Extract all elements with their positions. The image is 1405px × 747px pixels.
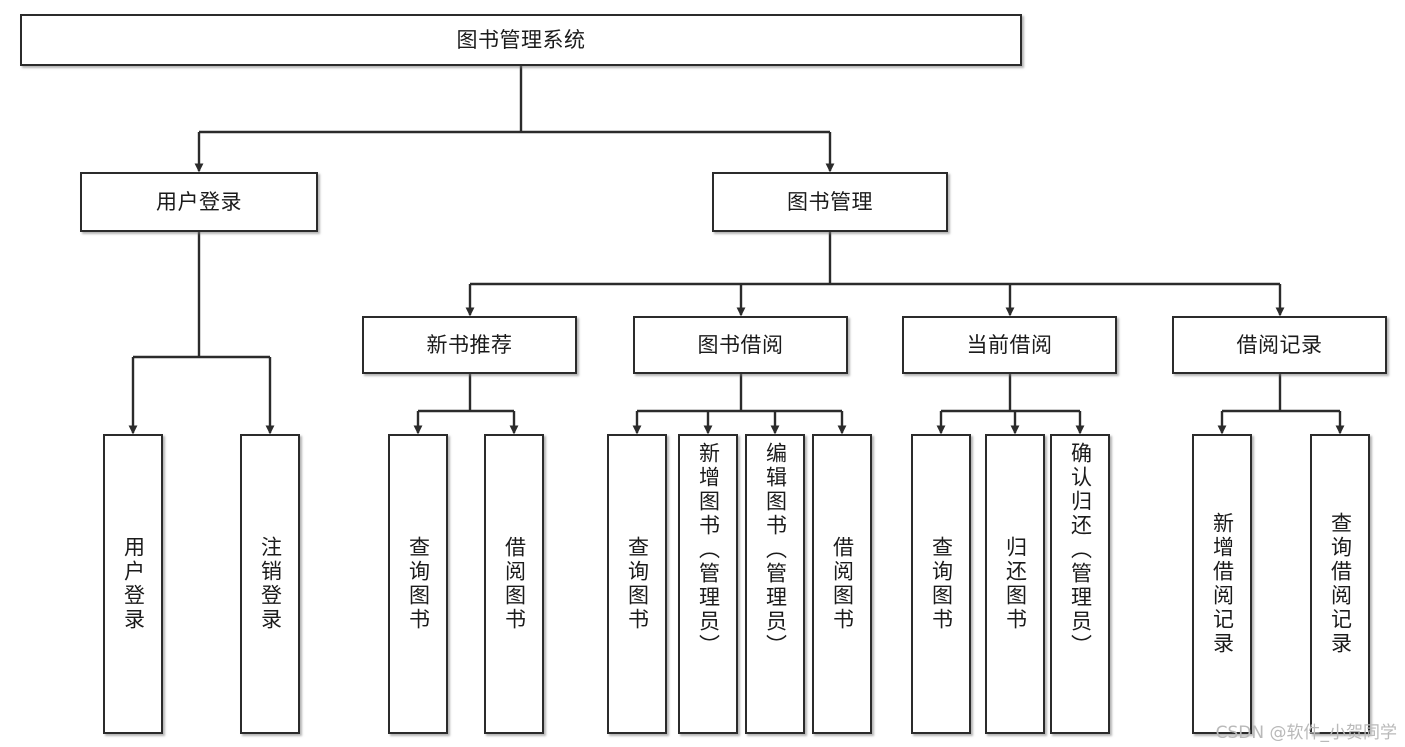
connector-paths: [128, 66, 1345, 435]
node-leaf-rec-borrow[interactable]: 借阅图书: [484, 434, 544, 734]
node-label: 查询借阅记录: [1328, 512, 1353, 656]
node-current-borrow[interactable]: 当前借阅: [902, 316, 1117, 374]
node-label: 注销登录: [258, 536, 283, 632]
node-label: 图书借阅: [697, 332, 784, 357]
node-user-login[interactable]: 用户登录: [80, 172, 318, 232]
node-label: 图书管理系统: [456, 27, 586, 52]
node-label: 当前借阅: [966, 332, 1053, 357]
node-leaf-rec-query2[interactable]: 查询借阅记录: [1310, 434, 1370, 734]
node-new-book-rec[interactable]: 新书推荐: [362, 316, 577, 374]
node-label: 用户登录: [156, 189, 242, 214]
node-label: 新增图书（管理员）: [696, 442, 721, 658]
node-borrow-record[interactable]: 借阅记录: [1172, 316, 1387, 374]
node-label: 新增借阅记录: [1210, 512, 1235, 656]
node-leaf-user-login[interactable]: 用户登录: [103, 434, 163, 734]
node-leaf-rec-query[interactable]: 查询图书: [388, 434, 448, 734]
node-label: 借阅记录: [1236, 332, 1323, 357]
node-root[interactable]: 图书管理系统: [20, 14, 1022, 66]
node-label: 新书推荐: [426, 332, 513, 357]
watermark-label: CSDN @软件_小贺同学: [1215, 723, 1397, 743]
node-label: 借阅图书: [502, 536, 527, 632]
node-book-borrow[interactable]: 图书借阅: [633, 316, 848, 374]
node-leaf-borrow-lend[interactable]: 借阅图书: [812, 434, 872, 734]
node-leaf-rec-add[interactable]: 新增借阅记录: [1192, 434, 1252, 734]
node-label: 用户登录: [121, 536, 146, 632]
node-label: 确认归还（管理员）: [1068, 442, 1093, 658]
node-leaf-logout[interactable]: 注销登录: [240, 434, 300, 734]
node-leaf-borrow-add[interactable]: 新增图书（管理员）: [678, 434, 738, 734]
node-leaf-borrow-edit[interactable]: 编辑图书（管理员）: [745, 434, 805, 734]
node-label: 查询图书: [929, 536, 954, 632]
node-label: 图书管理: [787, 189, 873, 214]
node-book-manage[interactable]: 图书管理: [712, 172, 948, 232]
node-leaf-cur-return[interactable]: 归还图书: [985, 434, 1045, 734]
node-label: 借阅图书: [830, 536, 855, 632]
node-leaf-cur-query[interactable]: 查询图书: [911, 434, 971, 734]
node-label: 归还图书: [1003, 536, 1028, 632]
node-label: 查询图书: [625, 536, 650, 632]
node-label: 编辑图书（管理员）: [763, 442, 788, 658]
node-leaf-cur-confirm[interactable]: 确认归还（管理员）: [1050, 434, 1110, 734]
node-leaf-borrow-query[interactable]: 查询图书: [607, 434, 667, 734]
node-label: 查询图书: [406, 536, 431, 632]
